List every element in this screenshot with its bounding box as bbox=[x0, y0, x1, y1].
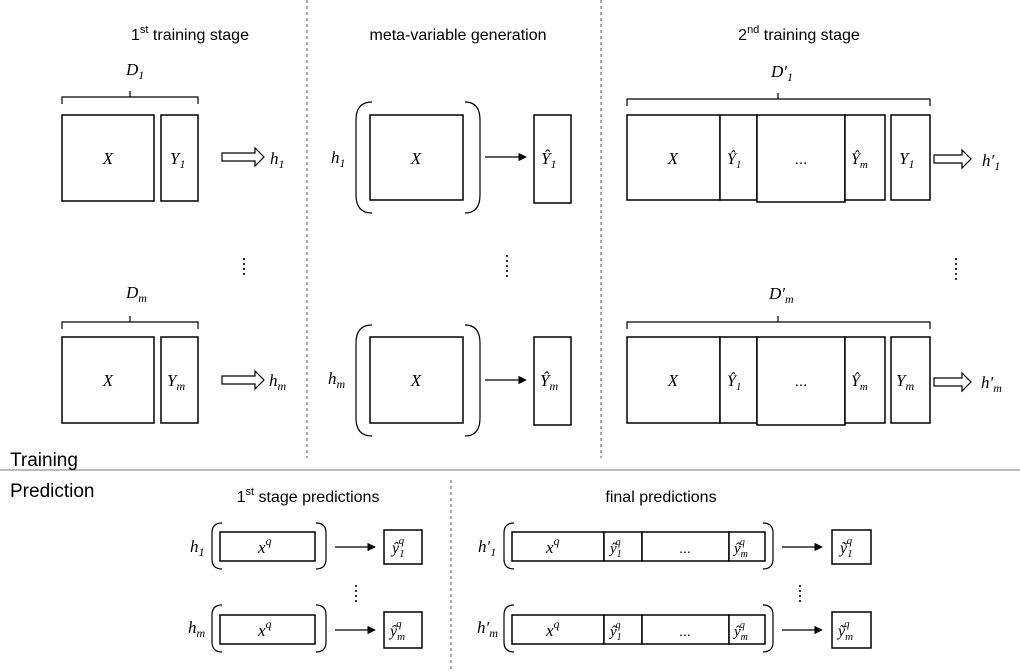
feature-matrix-x bbox=[61, 114, 155, 202]
first-stage-row-1: D1 X Y1 h1 bbox=[61, 60, 285, 202]
svg-text:ỹ1q: ỹ1q bbox=[838, 535, 853, 560]
meta-columns-ellipsis bbox=[641, 614, 730, 645]
second-stage-row-m: D′m X Ŷ1 ... Ŷm Ym h′m bbox=[626, 284, 1002, 426]
svg-text:Ŷ1: Ŷ1 bbox=[541, 149, 556, 171]
feature-matrix-x bbox=[61, 336, 155, 424]
model-h1: h1 bbox=[190, 537, 205, 559]
section-label-prediction: Prediction bbox=[10, 481, 95, 502]
dataset-label-d1-prime: D′1 bbox=[770, 62, 793, 84]
model-hm: hm bbox=[328, 369, 346, 391]
final-prediction-ytilde1q bbox=[831, 529, 872, 565]
svg-text:Ŷ1: Ŷ1 bbox=[727, 371, 741, 393]
query-row-xq bbox=[219, 614, 316, 645]
svg-text:ŷmq: ŷmq bbox=[732, 537, 748, 560]
svg-text:...: ... bbox=[679, 540, 691, 556]
model-h1-prime: h′1 bbox=[478, 537, 496, 559]
fat-arrow bbox=[933, 371, 972, 393]
model-hm: hm bbox=[269, 371, 287, 393]
model-h1: h1 bbox=[331, 148, 346, 170]
feature-matrix-x bbox=[369, 336, 464, 424]
meta-column-yhatm bbox=[533, 336, 572, 426]
stage-header-second: 2nd training stage bbox=[738, 24, 860, 44]
svg-text:xq: xq bbox=[257, 534, 272, 557]
svg-text:Ŷ1: Ŷ1 bbox=[727, 149, 741, 171]
svg-text:X: X bbox=[667, 149, 679, 168]
label-column-ym bbox=[160, 336, 199, 424]
prediction-header-first: 1st stage predictions bbox=[237, 486, 380, 506]
first-stage-prediction-row-m: hm xq ŷmq bbox=[188, 604, 423, 653]
first-stage-prediction-row-1: h1 xq ŷ1q bbox=[190, 522, 423, 570]
meta-columns-ellipsis bbox=[756, 114, 846, 203]
svg-text:Y1: Y1 bbox=[170, 149, 185, 171]
svg-text:ŷmq: ŷmq bbox=[388, 618, 405, 643]
final-prediction-row-m: h′m xq ŷ1q ... ŷmq ỹmq bbox=[477, 604, 872, 653]
svg-text:X: X bbox=[410, 149, 422, 168]
model-hm: hm bbox=[188, 618, 206, 640]
feature-matrix-x bbox=[626, 114, 721, 201]
svg-text:Ym: Ym bbox=[896, 371, 914, 393]
svg-text:Ŷm: Ŷm bbox=[540, 371, 558, 393]
feature-matrix-x bbox=[626, 336, 721, 424]
svg-text:ỹmq: ỹmq bbox=[836, 618, 853, 643]
label-column-y1 bbox=[890, 114, 931, 201]
fat-arrow bbox=[221, 146, 265, 168]
svg-text:...: ... bbox=[679, 623, 691, 639]
section-label-training: Training bbox=[10, 450, 78, 471]
svg-text:ŷ1q: ŷ1q bbox=[390, 535, 405, 560]
stage-header-meta: meta-variable generation bbox=[370, 27, 547, 44]
svg-text:...: ... bbox=[795, 151, 808, 168]
dataset-label-d1: D1 bbox=[125, 60, 144, 82]
svg-text:...: ... bbox=[795, 373, 808, 390]
svg-text:X: X bbox=[102, 149, 114, 168]
final-prediction-row-1: h′1 xq ŷ1q ... ŷmq ỹ1q bbox=[478, 522, 872, 570]
svg-text:xq: xq bbox=[545, 617, 560, 640]
svg-text:X: X bbox=[667, 371, 679, 390]
meta-column-yhat1 bbox=[533, 114, 572, 204]
svg-text:X: X bbox=[410, 371, 422, 390]
meta-column-yhatm bbox=[844, 336, 886, 424]
svg-text:ŷ1q: ŷ1q bbox=[608, 620, 622, 643]
svg-text:Ym: Ym bbox=[167, 371, 185, 393]
svg-text:X: X bbox=[102, 371, 114, 390]
meta-yhatmq bbox=[728, 531, 766, 562]
meta-column-yhat1 bbox=[719, 336, 758, 424]
prediction-yhatmq bbox=[383, 611, 423, 649]
svg-text:xq: xq bbox=[545, 534, 560, 557]
svg-text:Y1: Y1 bbox=[899, 149, 914, 171]
second-stage-row-1: D′1 X Ŷ1 ... Ŷm Y1 h′1 bbox=[626, 62, 1000, 203]
first-stage-row-m: Dm X Ym hm bbox=[61, 283, 287, 424]
meta-yhatmq bbox=[728, 614, 766, 645]
dataset-label-dm: Dm bbox=[125, 283, 147, 305]
model-h1: h1 bbox=[270, 149, 285, 171]
meta-columns-ellipsis bbox=[641, 531, 730, 562]
svg-text:ŷmq: ŷmq bbox=[732, 620, 748, 643]
fat-arrow bbox=[933, 148, 972, 170]
model-hm-prime: h′m bbox=[981, 373, 1002, 395]
prediction-yhat1q bbox=[383, 529, 423, 565]
label-column-y1 bbox=[160, 114, 199, 202]
svg-text:Ŷm: Ŷm bbox=[851, 149, 868, 171]
label-column-ym bbox=[890, 336, 931, 424]
model-hm-prime: h′m bbox=[477, 618, 498, 640]
feature-matrix-x bbox=[369, 114, 464, 201]
final-prediction-ytildemq bbox=[831, 611, 872, 649]
meta-column-yhat1 bbox=[719, 114, 758, 201]
meta-row-1: h1 X Ŷ1 bbox=[331, 101, 572, 214]
prediction-header-final: final predictions bbox=[605, 489, 716, 506]
svg-text:ŷ1q: ŷ1q bbox=[608, 537, 622, 560]
dataset-label-dm-prime: D′m bbox=[768, 284, 794, 306]
fat-arrow bbox=[221, 369, 265, 391]
meta-yhat1q bbox=[603, 614, 643, 645]
svg-text:Ŷm: Ŷm bbox=[851, 371, 868, 393]
svg-text:xq: xq bbox=[257, 617, 272, 640]
meta-row-m: hm X Ŷm bbox=[328, 324, 572, 437]
meta-column-yhatm bbox=[844, 114, 886, 201]
query-row-xq bbox=[219, 531, 316, 562]
meta-columns-ellipsis bbox=[756, 336, 846, 426]
stage-header-first: 1st training stage bbox=[131, 24, 249, 44]
model-h1-prime: h′1 bbox=[982, 151, 1000, 173]
